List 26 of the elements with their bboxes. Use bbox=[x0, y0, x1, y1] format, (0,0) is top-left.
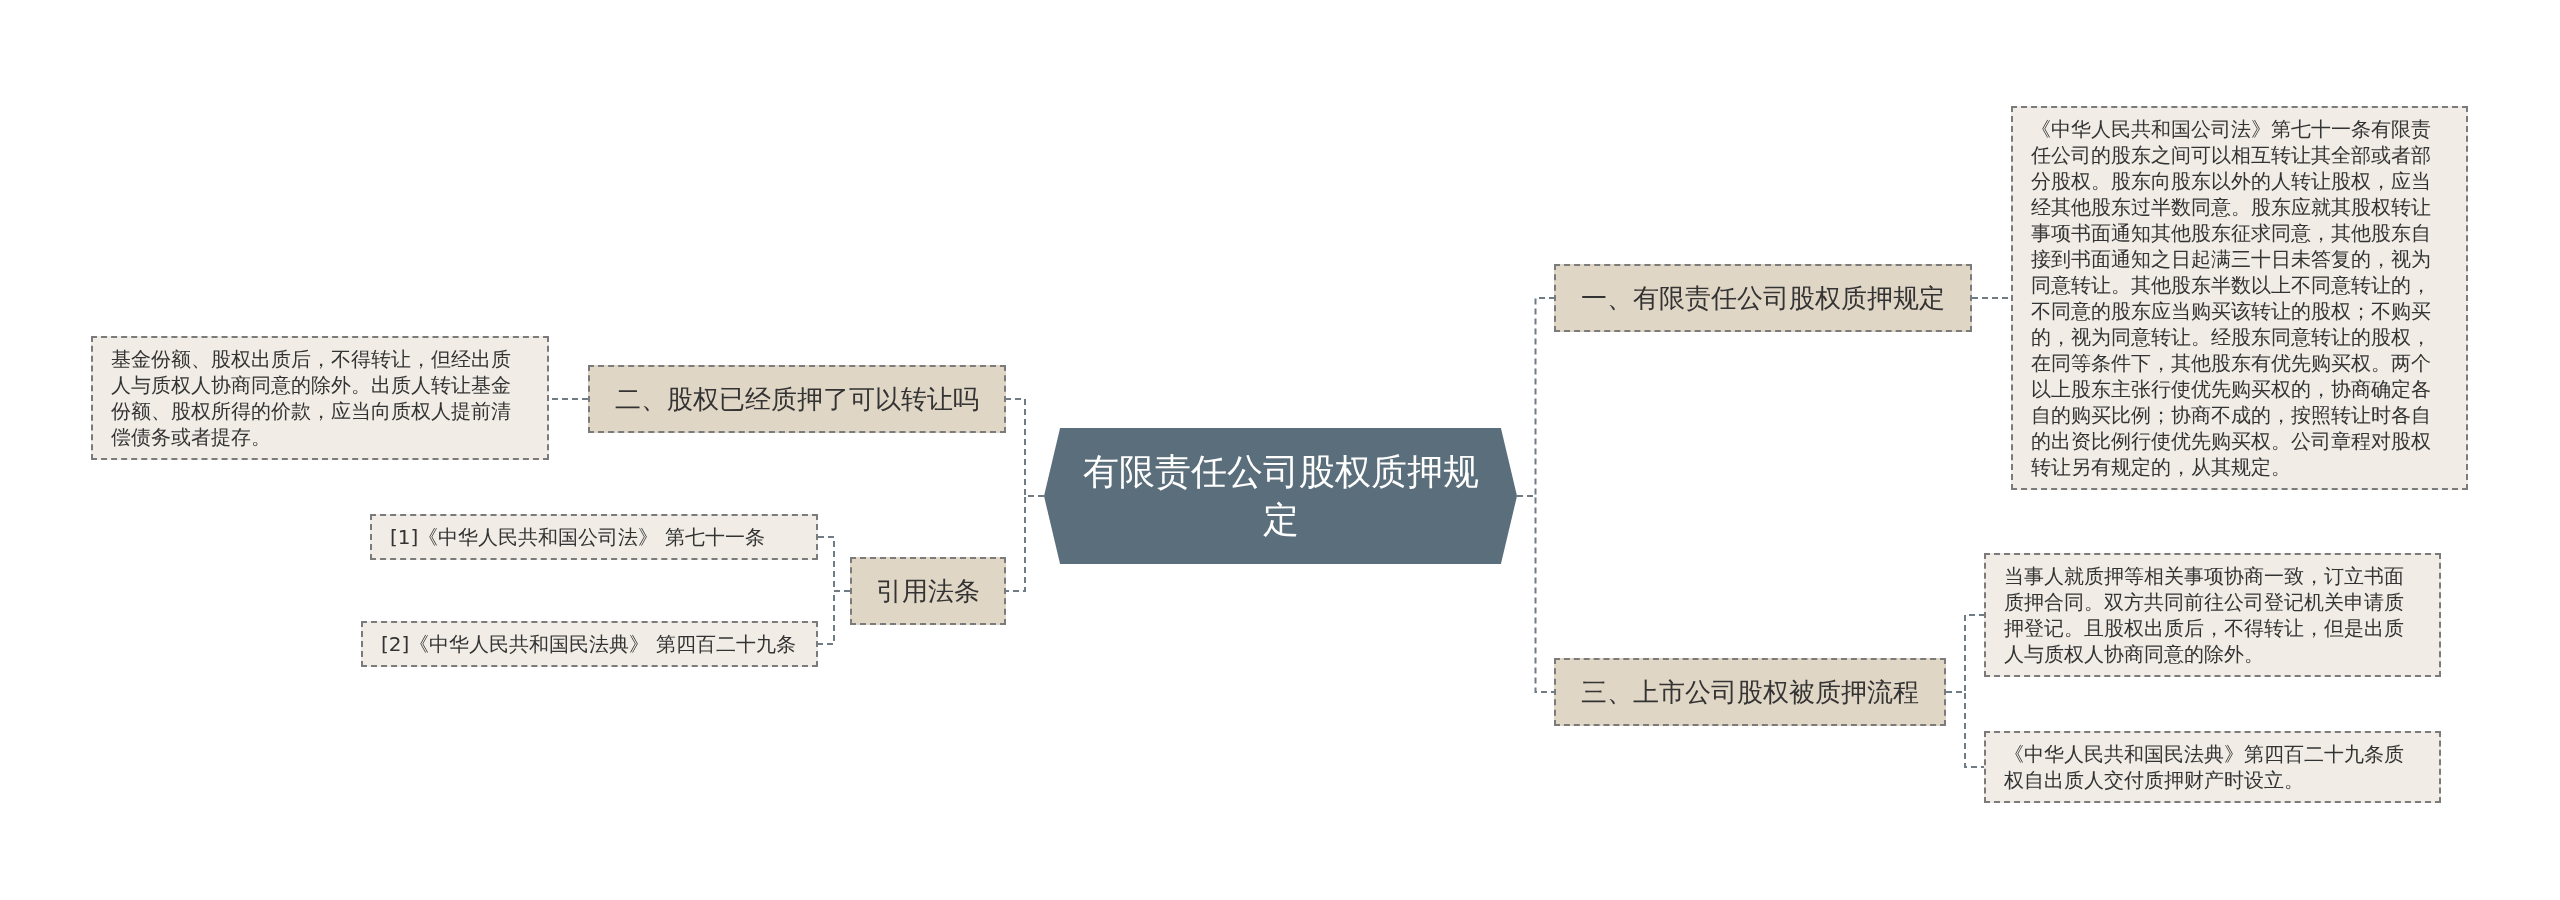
topic-title: 有限责任公司股权质押规定 bbox=[1081, 450, 1480, 542]
note-box bbox=[1984, 553, 2441, 677]
branch-label: 二、股权已经质押了可以转让吗 bbox=[614, 383, 980, 415]
branch-topic-box bbox=[850, 557, 1006, 625]
connector-line bbox=[1005, 495, 1045, 592]
note-box bbox=[1984, 731, 2441, 803]
branch-label: 三、上市公司股权被质押流程 bbox=[1580, 676, 1920, 708]
connector-line bbox=[1516, 495, 1555, 693]
note-text: [1]《中华人民共和国公司法》 第七十一条 bbox=[390, 524, 766, 550]
note-box bbox=[370, 514, 818, 560]
branch-topic-box bbox=[1554, 658, 1946, 726]
note-text: [2]《中华人民共和国民法典》 第四百二十九条 bbox=[381, 631, 797, 657]
connector-line bbox=[1945, 691, 1985, 768]
note-text: 《中华人民共和国民法典》第四百二十九条质权自出质人交付质押财产时设立。 bbox=[2004, 741, 2405, 793]
note-box bbox=[91, 336, 549, 460]
branch-topic-box bbox=[588, 365, 1006, 433]
central-topic bbox=[1044, 428, 1517, 564]
note-box bbox=[2011, 106, 2468, 490]
note-text: 《中华人民共和国公司法》第七十一条有限责任公司的股东之间可以相互转让其全部或者部分股权。股东向股东以外的人转让股权，应当经其他股东过半数同意。股东应就其股权转让事项书面通知其他股东征求同意，其他股东自接到书面通知之日起满三十日未答复的，视为同意转让。其他股东半数以上不同意转让的，不同意的股东应当购买该转让的股权；不购买的，视为同意转让。经股东同意转让的股权，在同等条件下，其他股东有优先购买权。两个以上股东主张行使优先购买权的，协商确定各自的购买比例；协商不成的，按照转让时各自的出资比例行使优先购买权。公司章程对股权转让另有规定的，从其规定。 bbox=[2031, 116, 2432, 480]
note-text: 基金份额、股权出质后，不得转让，但经出质人与质权人协商同意的除外。出质人转让基金份额、股权所得的价款，应当向质权人提前清偿债务或者提存。 bbox=[111, 346, 512, 450]
branch-label: 引用法条 bbox=[875, 575, 981, 607]
note-box bbox=[361, 621, 818, 667]
note-text: 当事人就质押等相关事项协商一致，订立书面质押合同。双方共同前往公司登记机关申请质押登记。且股权出质后，不得转让，但是出质人与质权人协商同意的除外。 bbox=[2004, 563, 2405, 667]
connector-line bbox=[817, 590, 851, 645]
branch-topic-box bbox=[1554, 264, 1972, 332]
branch-label: 一、有限责任公司股权质押规定 bbox=[1580, 282, 1946, 314]
